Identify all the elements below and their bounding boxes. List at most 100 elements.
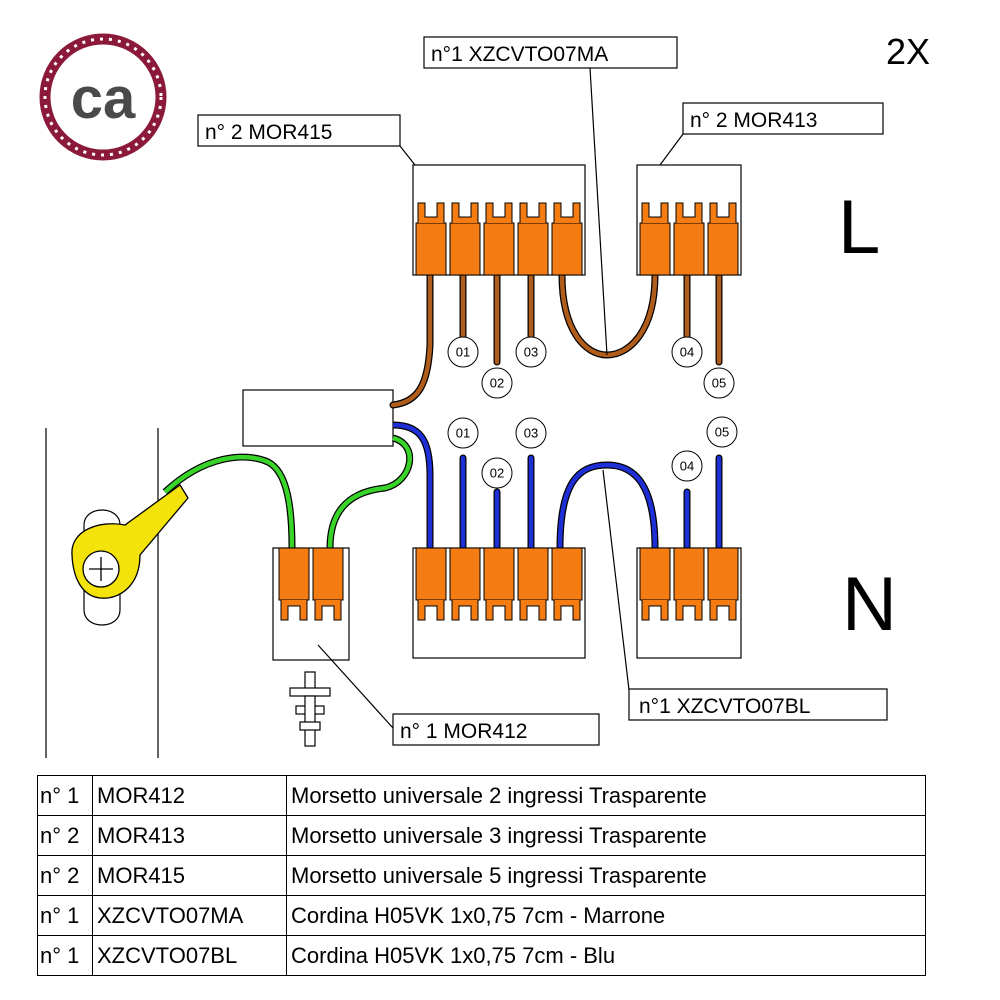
wire-number-neutral: 01	[447, 417, 479, 449]
lever	[278, 547, 310, 601]
wire-number-text: 01	[456, 345, 470, 360]
callout-xzcvto07bl: n°1 XZCVTO07BL	[602, 469, 888, 721]
wire-number-circle	[515, 417, 547, 449]
terminal-block-mor413-neutral	[636, 547, 742, 659]
part-code-cell: MOR412	[92, 775, 287, 816]
blue-output-stubs	[460, 455, 722, 551]
lever	[449, 222, 481, 276]
part-desc-cell: Morsetto universale 2 ingressi Trasparen…	[286, 775, 926, 816]
lever	[639, 222, 671, 276]
phase-neutral-label: N	[842, 562, 897, 647]
terminal-block-mor415-neutral	[412, 547, 586, 659]
part-code-cell: XZCVTO07BL	[92, 935, 287, 976]
lever	[415, 547, 447, 601]
lever	[551, 222, 583, 276]
lever-slot	[641, 202, 669, 223]
wire-number-circle	[515, 336, 547, 368]
lever-slot	[519, 202, 547, 223]
wire-number-text: 05	[712, 376, 726, 391]
lever-slot	[709, 202, 737, 223]
earth-lug	[71, 484, 189, 626]
wire-number-text: 01	[456, 426, 470, 441]
wire-number-circle	[671, 336, 703, 368]
callout-mor412-text: n° 1 MOR412	[400, 720, 527, 743]
wire-number-text: 03	[524, 345, 538, 360]
lever-slot	[417, 202, 445, 223]
terminal-block-mor415-live	[412, 164, 586, 276]
lever	[673, 547, 705, 601]
wire-number-text: 04	[680, 459, 694, 474]
lever	[707, 222, 739, 276]
part-qty-cell: n° 1	[37, 775, 93, 816]
lever	[312, 547, 344, 601]
wire-number-live: 05	[703, 367, 735, 399]
logo-text: ca	[71, 66, 136, 131]
lever	[449, 547, 481, 601]
wire-number-circle	[447, 417, 479, 449]
wire-number-circle	[481, 367, 513, 399]
wire-number-neutral: 02	[481, 457, 513, 489]
lever-slot	[675, 202, 703, 223]
junction-box	[242, 389, 394, 447]
callout-xzcvto07bl-text: n°1 XZCVTO07BL	[639, 695, 810, 718]
part-qty-cell: n° 1	[37, 895, 93, 936]
blue-jumper-wire	[557, 462, 658, 549]
lever	[707, 547, 739, 601]
wire-number-text: 04	[680, 345, 694, 360]
wire-number-text: 05	[715, 425, 729, 440]
part-qty-cell: n° 2	[37, 855, 93, 896]
wire-number-neutral: 04	[671, 450, 703, 482]
lever-slot	[451, 202, 479, 223]
lever	[483, 222, 515, 276]
callout-mor413: n° 2 MOR413	[659, 102, 884, 166]
lever-slot	[519, 600, 547, 621]
lever	[483, 547, 515, 601]
lever	[517, 222, 549, 276]
wire-number-neutral: 03	[515, 417, 547, 449]
terminal-block-mor413-live	[636, 164, 742, 276]
part-qty-cell: n° 2	[37, 815, 93, 856]
lever-slot	[553, 202, 581, 223]
lever-slot	[709, 600, 737, 621]
wire-number-circle	[671, 450, 703, 482]
callout-mor415: n° 2 MOR415	[197, 114, 416, 166]
blue-feed-wire	[392, 422, 433, 548]
green-earth-wire-box	[327, 435, 412, 549]
wire-number-circle	[481, 457, 513, 489]
lever-slot	[451, 600, 479, 621]
green-earth-wire-lug	[163, 454, 295, 549]
callout-xzcvto07ma: n°1 XZCVTO07MA	[423, 36, 678, 356]
wire-number-text: 02	[490, 466, 504, 481]
part-desc-cell: Morsetto universale 5 ingressi Trasparen…	[286, 855, 926, 896]
brand-logo: ca	[39, 33, 167, 161]
lever-slot	[417, 600, 445, 621]
part-code-cell: XZCVTO07MA	[92, 895, 287, 936]
part-desc-cell: Cordina H05VK 1x0,75 7cm - Marrone	[286, 895, 926, 936]
lever	[673, 222, 705, 276]
wire-number-live: 02	[481, 367, 513, 399]
wire-number-live: 04	[671, 336, 703, 368]
wire-number-text: 02	[490, 376, 504, 391]
callout-xzcvto07ma-text: n°1 XZCVTO07MA	[431, 43, 608, 66]
part-code-cell: MOR415	[92, 855, 287, 896]
wire-number-live: 01	[447, 336, 479, 368]
lever	[517, 547, 549, 601]
wire-number-neutral: 05	[706, 416, 738, 448]
wire-number-circle	[703, 367, 735, 399]
part-qty-cell: n° 1	[37, 935, 93, 976]
lever-slot	[485, 202, 513, 223]
brown-jumper-wire	[559, 274, 658, 358]
part-code-cell: MOR413	[92, 815, 287, 856]
lever-slot	[314, 600, 342, 621]
earth-symbol-icon	[289, 671, 331, 747]
part-desc-cell: Morsetto universale 3 ingressi Trasparen…	[286, 815, 926, 856]
lever-slot	[485, 600, 513, 621]
lever-slot	[553, 600, 581, 621]
lever	[639, 547, 671, 601]
lever	[551, 547, 583, 601]
